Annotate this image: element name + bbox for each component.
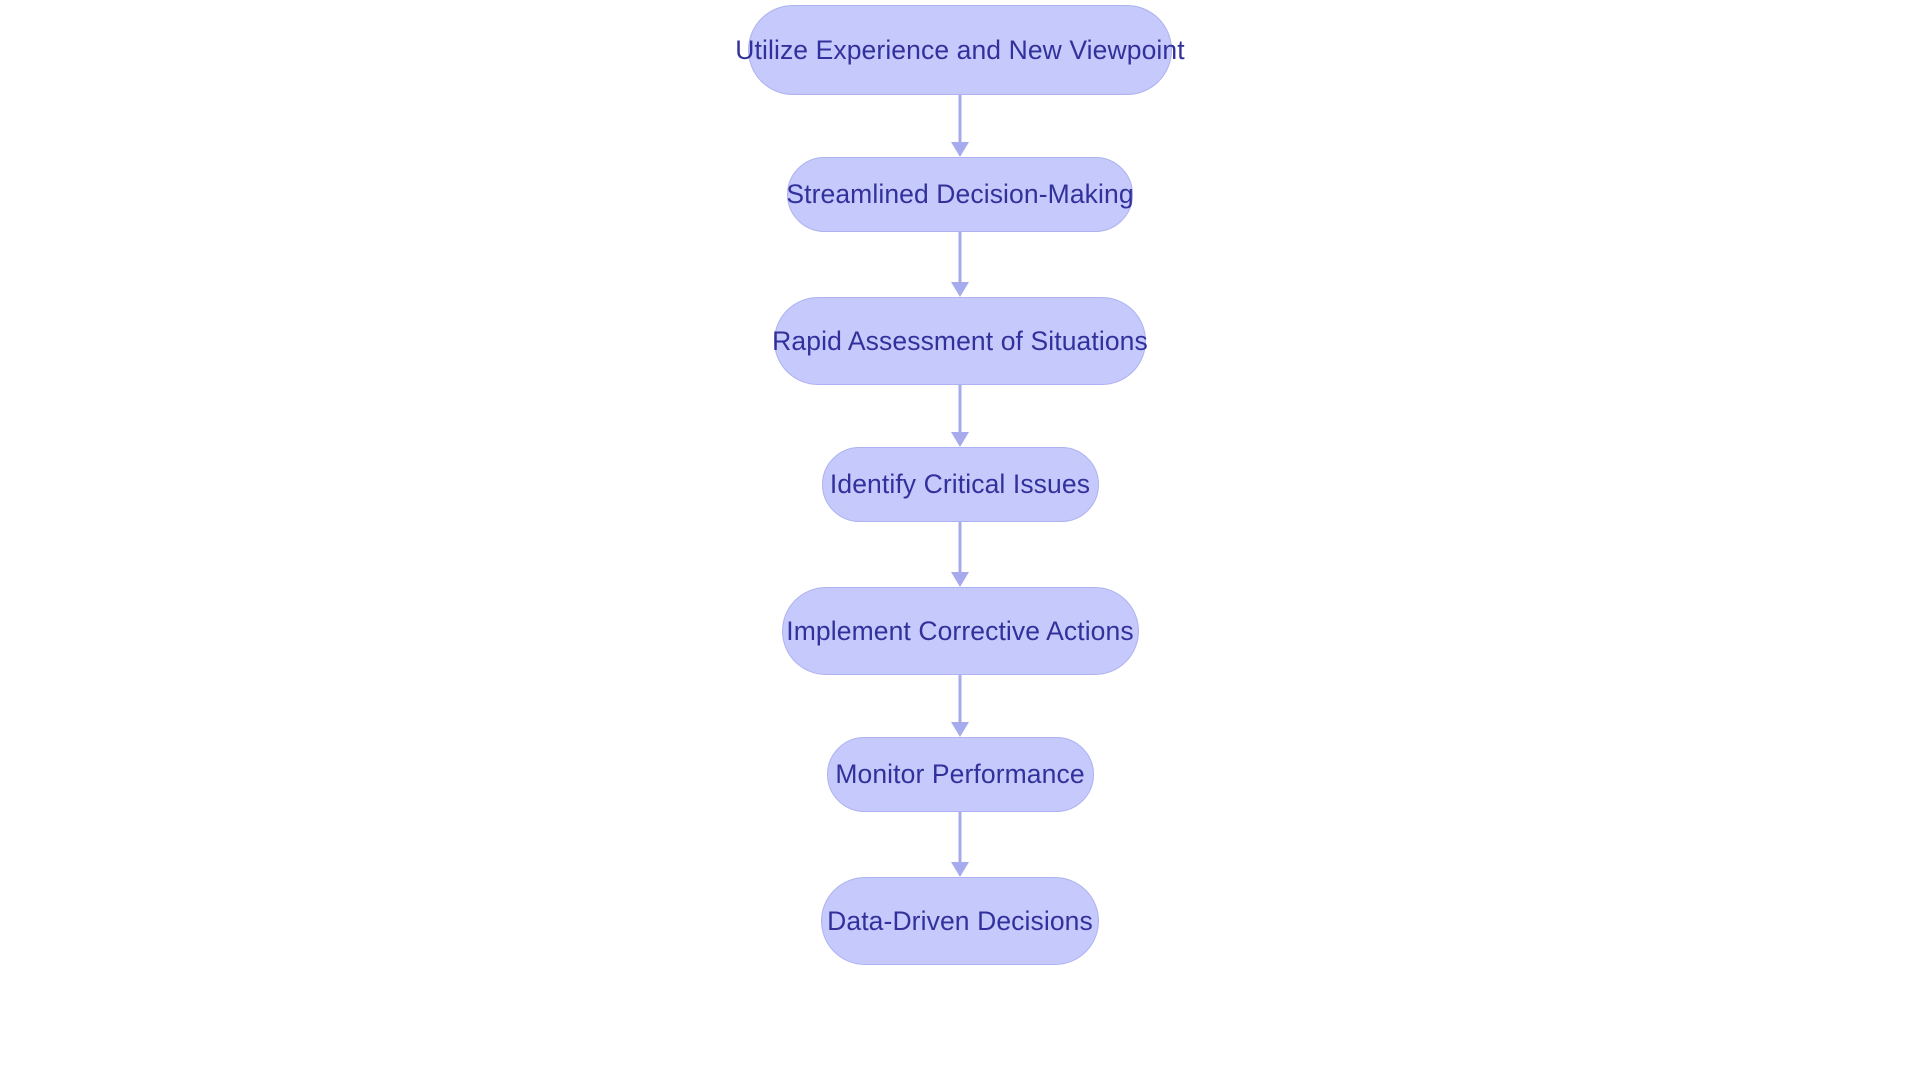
connector-line-icon [958,232,962,284]
connector-line-icon [958,385,962,434]
connector-line-icon [958,812,962,864]
flowchart-node-rapid-assessment-of-situations[interactable]: Rapid Assessment of Situations [772,297,1148,385]
connector-line-icon [958,675,962,724]
arrowhead-down-icon [951,142,969,157]
flowchart-connector-1 [950,95,970,157]
flowchart-node-data-driven-decisions[interactable]: Data-Driven Decisions [821,877,1099,965]
flowchart-connector-5 [950,675,970,737]
flowchart-connector-3 [950,385,970,447]
flowchart-node-implement-corrective-actions[interactable]: Implement Corrective Actions [781,587,1139,675]
arrowhead-down-icon [951,572,969,587]
flowchart-node-streamlined-decision-making[interactable]: Streamlined Decision-Making [786,157,1134,232]
flowchart-node-monitor-performance[interactable]: Monitor Performance [826,737,1094,812]
flowchart-connector-2 [950,232,970,297]
connector-line-icon [958,522,962,574]
connector-line-icon [958,95,962,144]
arrowhead-down-icon [951,722,969,737]
arrowhead-down-icon [951,282,969,297]
arrowhead-down-icon [951,862,969,877]
flowchart-connector-6 [950,812,970,877]
flowchart-connector-4 [950,522,970,587]
flowchart-node-utilize-experience-and-new-viewpoint[interactable]: Utilize Experience and New Viewpoint [735,5,1185,95]
flowchart-node-identify-critical-issues[interactable]: Identify Critical Issues [821,447,1099,522]
arrowhead-down-icon [951,432,969,447]
